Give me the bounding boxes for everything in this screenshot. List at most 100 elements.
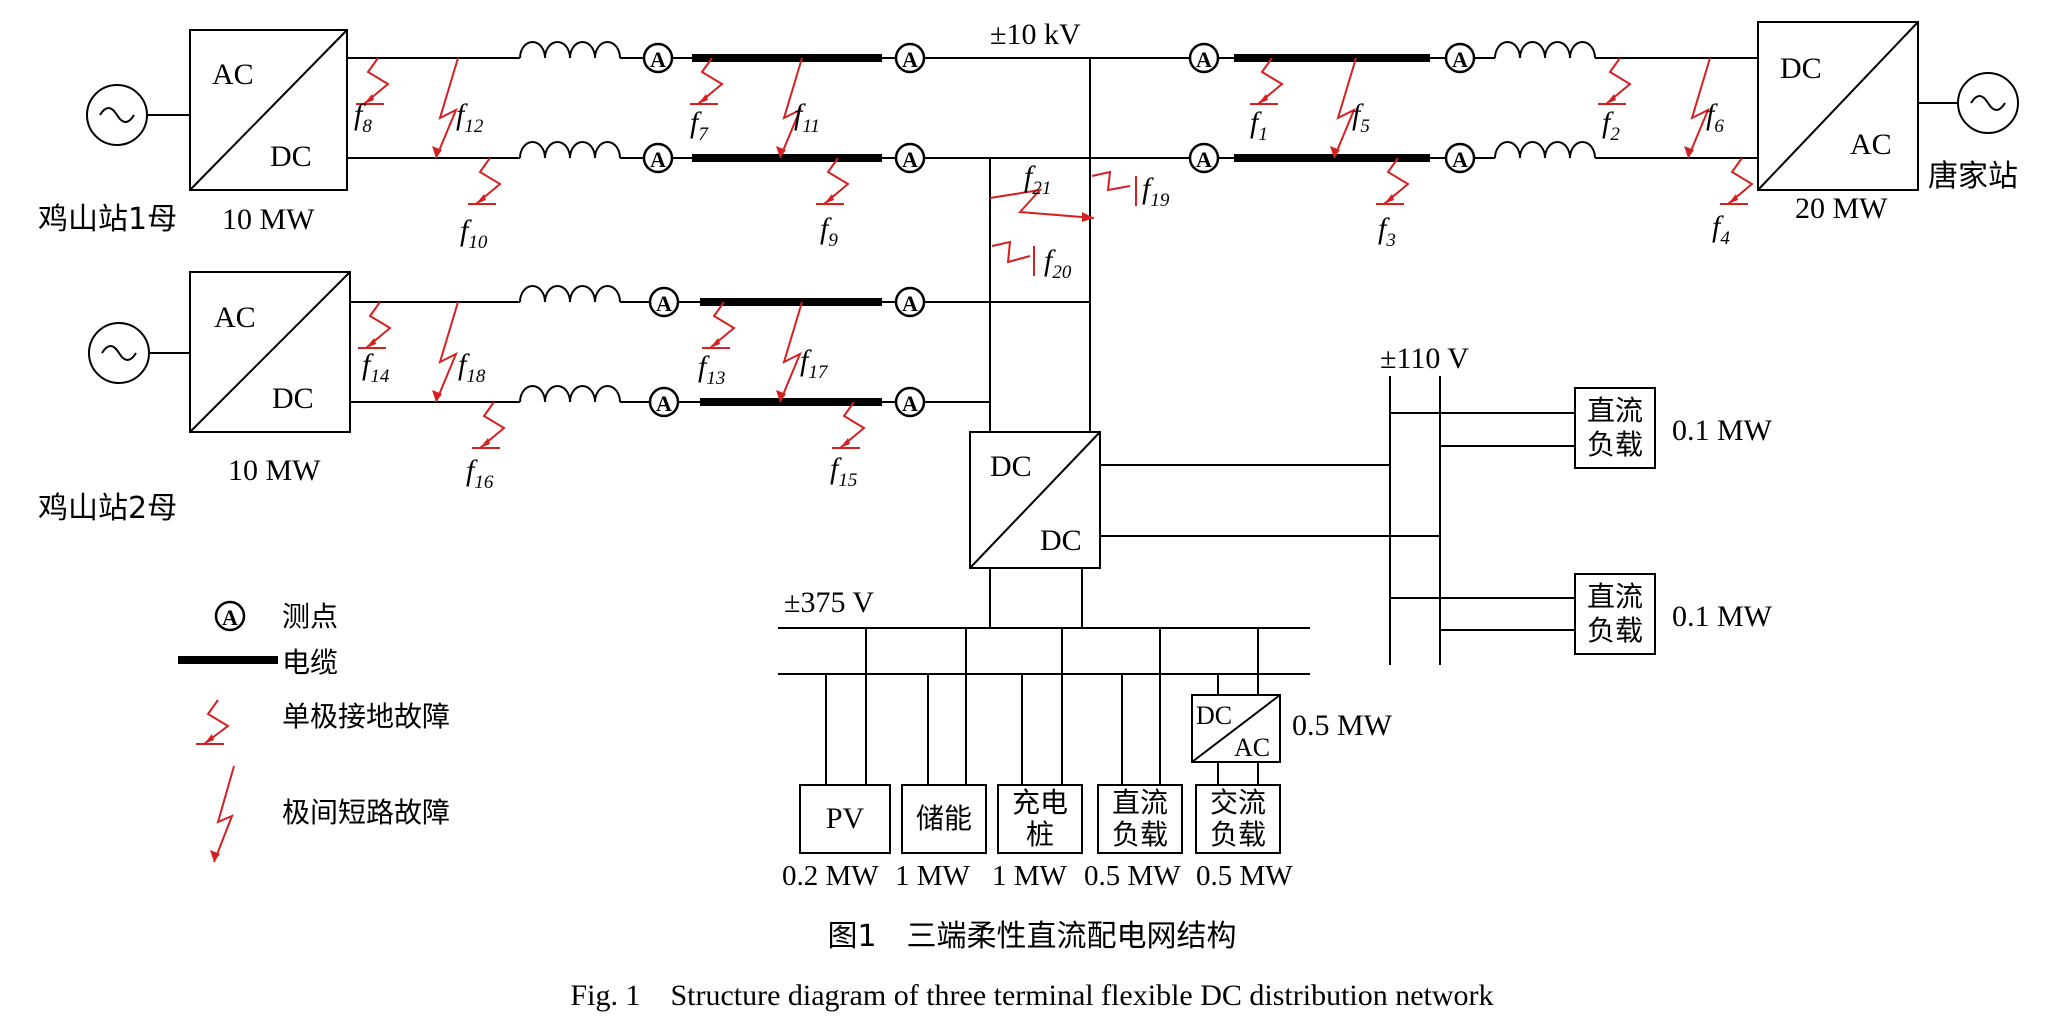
converter-2-rating: 10 MW [228,454,321,487]
svg-text:A: A [650,47,666,72]
station-jishan-2-label: 鸡山站2母 [38,491,177,526]
svg-text:负载: 负载 [1587,428,1643,461]
svg-text:PV: PV [826,802,865,835]
dcac-small-rating: 0.5 MW [1292,709,1393,742]
dc-load-110-1: 直流 负载 [1574,387,1656,469]
measure-point-icon: A [1444,42,1476,74]
bus-verticals [989,58,1091,432]
svg-text:f6: f6 [1706,98,1724,137]
generator-jishan-2-icon [88,322,150,384]
bus-375v-label: ±375 V [784,586,874,619]
converter-1-top-label: AC [212,58,254,91]
measure-point-icon: A [642,142,674,174]
measurement-points: A A A A A A A A A A A A [642,42,1476,418]
svg-text:A: A [902,291,918,316]
svg-text:储能: 储能 [916,802,972,835]
generator-tangjia-icon [1957,72,2019,134]
svg-text:A: A [902,391,918,416]
svg-text:0.5 MW: 0.5 MW [1196,860,1293,892]
converter-3-rating: 20 MW [1795,192,1888,225]
station-jishan-1-label: 鸡山站1母 [38,202,177,237]
svg-text:f18: f18 [458,348,486,387]
converter-dc-ac-small: DC AC [1191,694,1281,763]
measure-point-icon: A [894,42,926,74]
svg-text:f14: f14 [362,348,390,387]
svg-text:A: A [656,391,672,416]
legend-ground-fault-icon [196,699,230,745]
svg-text:f11: f11 [794,98,820,137]
bus-375v [778,627,1310,785]
feeder-line-1 [347,41,1190,162]
svg-text:负载: 负载 [1210,818,1266,851]
svg-text:f7: f7 [690,106,709,145]
measure-point-icon: A [1188,42,1220,74]
load-charging-pile: 充电 桩 [997,784,1083,854]
svg-text:f17: f17 [800,344,829,383]
load-pv: PV [799,784,891,854]
legend: A 测点 电缆 单极接地故障 极间短路故障 [178,600,450,863]
legend-measure-label: 测点 [282,600,338,633]
load-storage: 储能 [901,784,987,854]
dc-load-110-2: 直流 负载 [1574,573,1656,655]
svg-text:充电: 充电 [1012,786,1068,819]
svg-text:f20: f20 [1044,244,1072,283]
converter-3-top-label: DC [1780,52,1822,85]
svg-text:A: A [1196,147,1212,172]
converter-1-bottom-label: DC [270,140,312,173]
measure-point-icon: A [894,142,926,174]
svg-text:桩: 桩 [1026,818,1054,851]
svg-text:f4: f4 [1712,210,1730,249]
fault-symbols [355,57,1753,449]
converter-dc-dc: DC DC [969,431,1101,569]
svg-text:A: A [1452,47,1468,72]
dcdc-bottom-label: DC [1040,524,1082,557]
svg-text:交流: 交流 [1210,786,1266,819]
bus-110v-label: ±110 V [1380,342,1469,375]
converter-2-top-label: AC [214,301,256,334]
converter-ac-dc-2: AC DC [189,271,351,433]
measure-point-icon: A [642,42,674,74]
svg-text:f13: f13 [698,350,725,389]
svg-text:f21: f21 [1024,160,1051,199]
converter-dc-ac-3: DC AC [1757,21,1919,191]
measure-point-icon: A [648,286,680,318]
converter-1-rating: 10 MW [222,203,315,236]
svg-text:AC: AC [1234,733,1270,762]
svg-text:A: A [650,147,666,172]
svg-text:f9: f9 [820,212,838,251]
load-ac: 交流 负载 [1195,784,1281,854]
bus-10kv-label: ±10 kV [990,18,1081,51]
svg-text:0.2 MW: 0.2 MW [782,860,879,892]
measure-point-icon: A [1188,142,1220,174]
dc-load-110-1-rating: 0.1 MW [1672,414,1773,447]
measure-point-icon: A [894,386,926,418]
svg-text:负载: 负载 [1112,818,1168,851]
svg-text:DC: DC [1196,701,1232,730]
svg-text:f15: f15 [830,452,857,491]
converter-ac-dc-1: AC DC [189,29,348,191]
svg-text:f19: f19 [1142,172,1170,211]
svg-text:直流: 直流 [1587,394,1643,427]
svg-text:0.5 MW: 0.5 MW [1084,860,1181,892]
svg-text:f1: f1 [1250,106,1268,145]
svg-text:直流: 直流 [1587,580,1643,613]
svg-text:A: A [902,147,918,172]
caption-en: Fig. 1 Structure diagram of three termin… [570,979,1493,1012]
bus-110v [1389,376,1575,665]
svg-text:f2: f2 [1602,106,1620,145]
svg-text:f10: f10 [460,214,488,253]
dc-load-110-2-rating: 0.1 MW [1672,600,1773,633]
measure-point-icon: A [894,286,926,318]
svg-text:f5: f5 [1352,98,1370,137]
svg-text:直流: 直流 [1112,786,1168,819]
svg-text:A: A [656,291,672,316]
svg-text:f16: f16 [466,454,494,493]
svg-text:f12: f12 [456,98,484,137]
svg-text:1 MW: 1 MW [895,860,971,892]
measure-point-icon: A [1444,142,1476,174]
legend-measure-icon: A [214,600,246,632]
legend-ground-fault-label: 单极接地故障 [282,700,450,733]
svg-text:1 MW: 1 MW [992,860,1068,892]
svg-text:A: A [222,605,238,630]
